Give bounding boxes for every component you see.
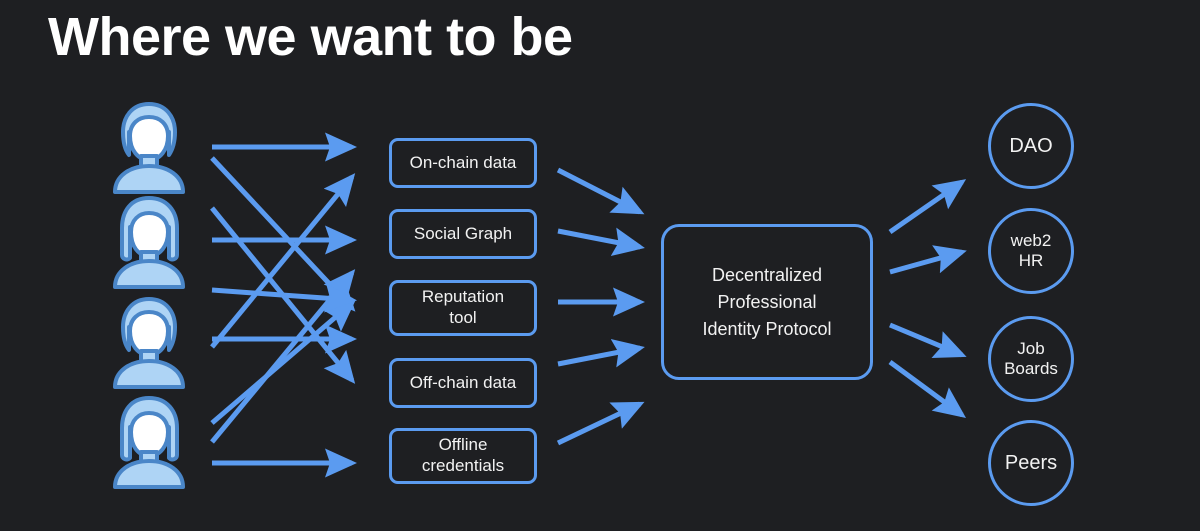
source-box-label: Social Graph — [413, 223, 513, 243]
arrow-protocol-to-dao — [888, 179, 967, 235]
consumer-circle-label: Job Boards — [1004, 338, 1058, 378]
arrow-protocol-to-peers — [888, 359, 967, 418]
avatar-person-4-icon — [103, 393, 195, 489]
consumer-circle-dao[interactable]: DAO — [988, 103, 1074, 189]
arrow-offline-to-protocol — [556, 401, 645, 446]
consumer-circle-web2-hr[interactable]: web2 HR — [988, 208, 1074, 294]
arrow-protocol-to-web2hr — [889, 245, 967, 275]
arrow-person4-to-reputation — [210, 269, 356, 444]
arrow-social-to-protocol — [557, 227, 645, 257]
source-box-reputation-tool[interactable]: Reputation tool — [389, 280, 537, 336]
arrow-protocol-to-jobboards — [889, 322, 967, 359]
consumer-circle-label: Peers — [1004, 452, 1058, 474]
avatar-person-3-icon — [103, 293, 195, 389]
source-box-label: Off-chain data — [409, 372, 517, 392]
arrow-person2-to-reputation-c — [211, 283, 357, 313]
arrow-person2-to-offchain — [210, 206, 356, 384]
page-title: Where we want to be — [48, 7, 573, 67]
source-box-label: Offline credentials — [421, 435, 505, 475]
consumer-circle-label: DAO — [1009, 135, 1053, 157]
arrow-person3-to-reputation-b — [210, 299, 356, 425]
source-box-offline-credentials[interactable]: Offline credentials — [389, 428, 537, 484]
source-box-social-graph[interactable]: Social Graph — [389, 209, 537, 259]
arrow-offchain-to-protocol — [557, 338, 645, 368]
source-box-label: On-chain data — [409, 152, 517, 172]
avatar-person-1-icon — [103, 98, 195, 194]
avatar-person-2-icon — [103, 193, 195, 289]
source-box-label: Reputation tool — [421, 287, 505, 327]
arrow-onchain-to-protocol — [556, 167, 645, 215]
source-box-off-chain-data[interactable]: Off-chain data — [389, 358, 537, 408]
arrow-person1-to-reputation — [210, 156, 356, 312]
consumer-circle-job-boards[interactable]: Job Boards — [988, 316, 1074, 402]
protocol-label: Decentralized Professional Identity Prot… — [702, 264, 832, 339]
consumer-circle-peers[interactable]: Peers — [988, 420, 1074, 506]
arrow-person3-to-social — [210, 173, 356, 349]
protocol-box[interactable]: Decentralized Professional Identity Prot… — [661, 224, 873, 380]
consumer-circle-label: web2 HR — [1010, 230, 1052, 270]
source-box-on-chain-data[interactable]: On-chain data — [389, 138, 537, 188]
